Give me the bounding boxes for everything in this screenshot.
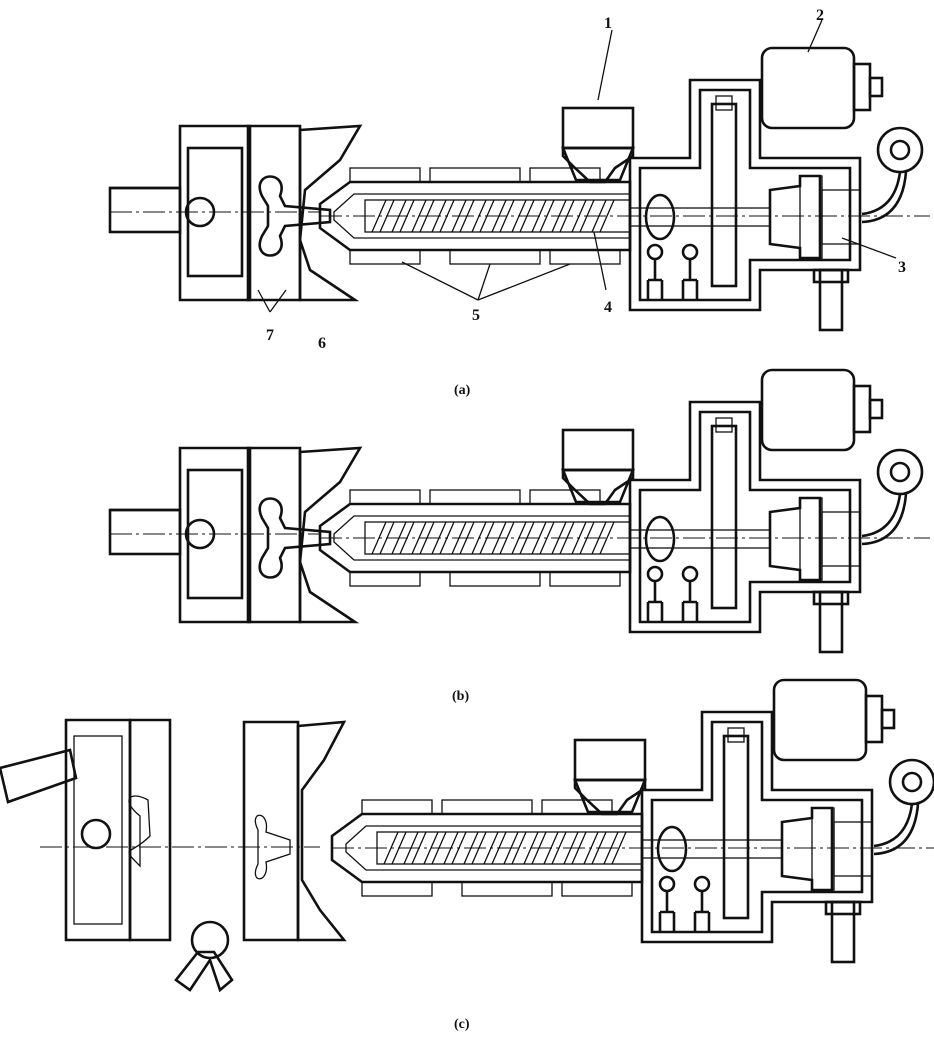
label-heaters: 5 [472,307,480,324]
panel-c: (c) [0,678,934,1032]
ejected-part-icon [174,920,234,993]
label-hopper: 1 [604,15,612,32]
label-hydraulic-cylinder: 3 [898,259,906,276]
label-motor: 2 [816,7,824,24]
label-screw: 4 [604,299,612,316]
caption-b: (b) [452,689,469,704]
panel-a: 1 2 3 4 5 7 6 (a) [108,7,932,398]
label-fixed-platen: 6 [318,335,326,352]
caption-c: (c) [454,1017,470,1032]
label-mold: 7 [266,327,274,344]
panel-b: (b) [108,368,932,704]
caption-a: (a) [454,383,471,398]
